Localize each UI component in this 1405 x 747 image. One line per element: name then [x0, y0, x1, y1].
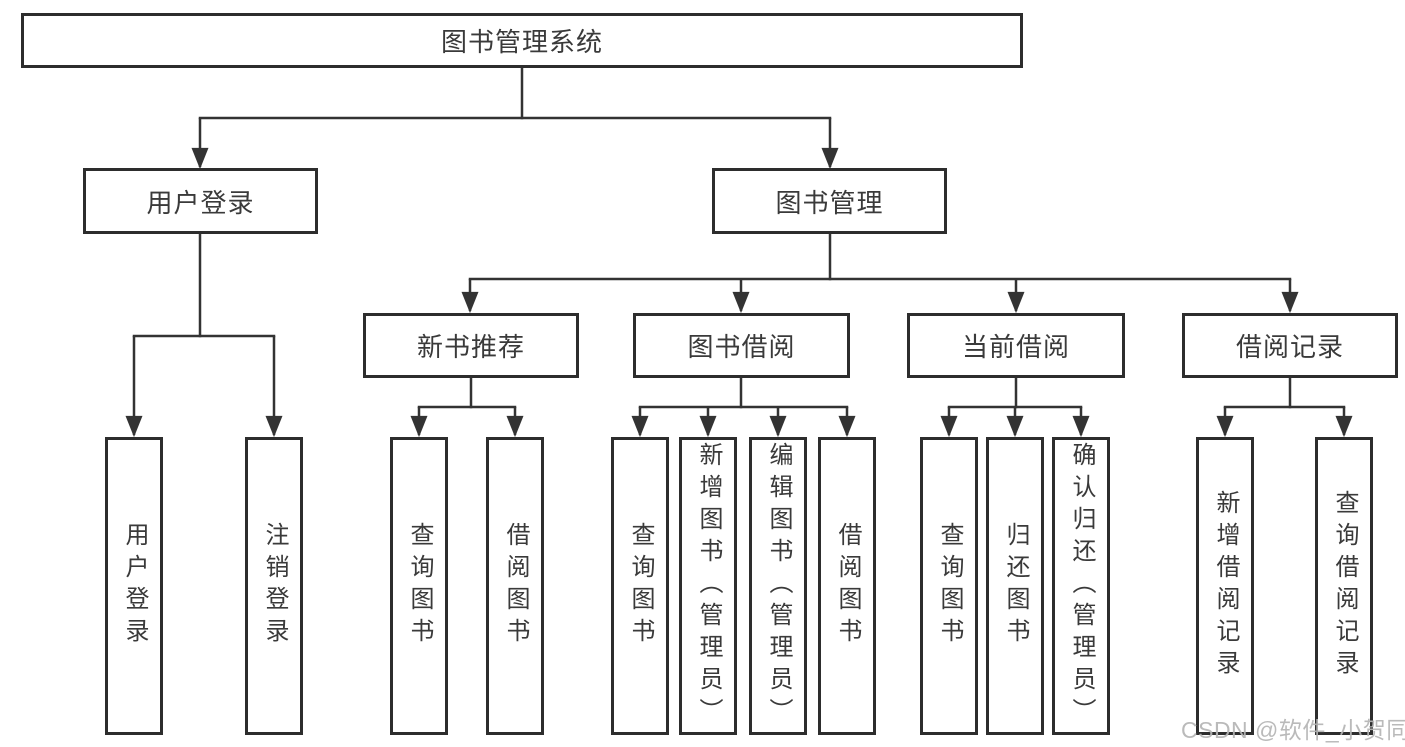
csdn-watermark: CSDN @软件_小贺同学	[1181, 717, 1405, 743]
leaf-confirm-return-admin: 确认归还（管理员）	[1052, 437, 1110, 735]
leaf-label: 新增图书（管理员）	[695, 442, 722, 730]
leaf-query-books-current: 查询图书	[920, 437, 978, 735]
node-library-management-system: 图书管理系统	[21, 13, 1023, 68]
leaf-label: 查询图书	[627, 522, 654, 650]
node-user-login: 用户登录	[83, 168, 318, 234]
leaf-add-borrow-record: 新增借阅记录	[1196, 437, 1254, 735]
leaf-label: 查询借阅记录	[1331, 490, 1358, 682]
leaf-label: 注销登录	[261, 522, 288, 650]
leaf-label: 查询图书	[406, 522, 433, 650]
leaf-borrow-books-borrowing: 借阅图书	[818, 437, 876, 735]
node-current-borrowing: 当前借阅	[907, 313, 1125, 378]
leaf-label: 编辑图书（管理员）	[765, 442, 792, 730]
leaf-query-books-borrowing: 查询图书	[611, 437, 669, 735]
node-book-borrowing: 图书借阅	[633, 313, 850, 378]
node-book-management: 图书管理	[712, 168, 947, 234]
leaf-logout: 注销登录	[245, 437, 303, 735]
node-new-book-recommendation: 新书推荐	[363, 313, 579, 378]
leaf-label: 归还图书	[1002, 522, 1029, 650]
leaf-label: 借阅图书	[834, 522, 861, 650]
leaf-edit-books-admin: 编辑图书（管理员）	[749, 437, 807, 735]
leaf-label: 查询图书	[936, 522, 963, 650]
leaf-query-borrow-record: 查询借阅记录	[1315, 437, 1373, 735]
leaf-borrow-books-recommend: 借阅图书	[486, 437, 544, 735]
leaf-label: 用户登录	[121, 522, 148, 650]
node-borrowing-records: 借阅记录	[1182, 313, 1398, 378]
leaf-return-books: 归还图书	[986, 437, 1044, 735]
leaf-label: 新增借阅记录	[1212, 490, 1239, 682]
leaf-add-books-admin: 新增图书（管理员）	[679, 437, 737, 735]
leaf-label: 确认归还（管理员）	[1068, 442, 1095, 730]
leaf-query-books-recommend: 查询图书	[390, 437, 448, 735]
leaf-user-login: 用户登录	[105, 437, 163, 735]
leaf-label: 借阅图书	[502, 522, 529, 650]
